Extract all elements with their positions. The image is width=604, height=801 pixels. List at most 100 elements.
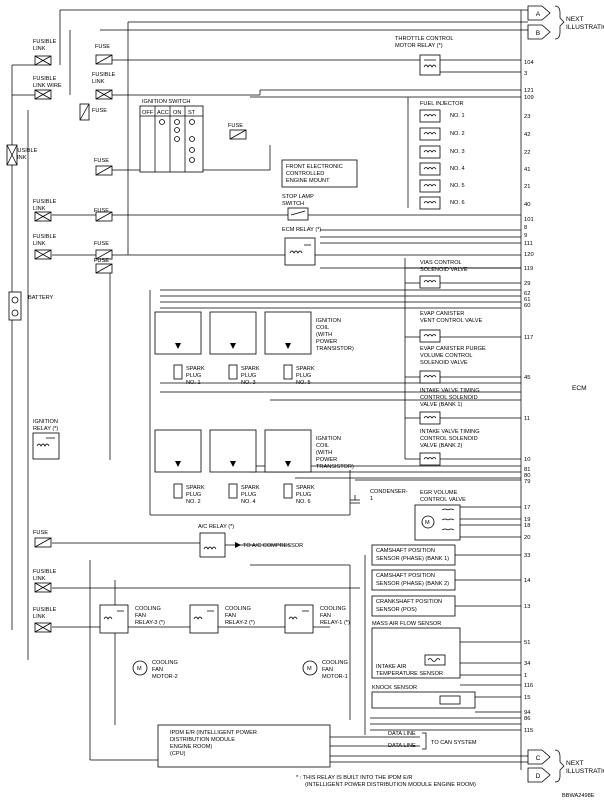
svg-text:PLUG: PLUG: [186, 492, 201, 498]
svg-text:INTAKE AIR: INTAKE AIR: [376, 664, 406, 670]
svg-text:(WITH: (WITH: [316, 332, 332, 338]
svg-text:NO. 4: NO. 4: [450, 166, 465, 172]
ecm-pin: 8: [524, 225, 527, 231]
svg-text:CONDENSER-: CONDENSER-: [370, 489, 408, 495]
ecm-pin: 79: [524, 479, 530, 485]
svg-text:VALVE (BANK 2): VALVE (BANK 2): [420, 443, 463, 449]
svg-text:SENSOR (PHASE) (BANK 2): SENSOR (PHASE) (BANK 2): [376, 581, 449, 587]
svg-text:DISTRIBUTION MODULE: DISTRIBUTION MODULE: [170, 737, 235, 743]
svg-text:FUSE: FUSE: [94, 258, 109, 264]
fuse-3: FUSE: [79, 103, 107, 121]
ecm-pin: 115: [524, 728, 533, 734]
svg-text:MOTOR RELAY (*): MOTOR RELAY (*): [395, 43, 443, 49]
svg-text:CAMSHAFT POSITION: CAMSHAFT POSITION: [376, 573, 435, 579]
svg-text:EVAP CANISTER: EVAP CANISTER: [420, 311, 464, 317]
svg-text:PLUG: PLUG: [241, 373, 256, 379]
ecm-pin: 60: [524, 303, 530, 309]
fuse-ac: FUSE: [33, 530, 52, 548]
svg-text:CONTROL SOLENOID: CONTROL SOLENOID: [420, 436, 478, 442]
svg-text:NO. 1: NO. 1: [450, 113, 465, 119]
svg-text:(CPU): (CPU): [170, 751, 186, 757]
knock-sensor: KNOCK SENSOR: [371, 685, 476, 709]
svg-text:NO. 6: NO. 6: [296, 499, 311, 505]
front-engine-mount: FRONT ELECTRONIC CONTROLLED ENGINE MOUNT: [281, 159, 358, 188]
condenser: CONDENSER-1: [350, 489, 408, 504]
ecm-pin: 3: [524, 71, 527, 77]
svg-text:FUSIBLE: FUSIBLE: [14, 148, 38, 154]
ecm-pin: 29: [524, 281, 530, 287]
ecm-pin: 9: [524, 233, 527, 239]
svg-text:M: M: [307, 666, 312, 672]
ecm-pin: 42: [524, 132, 530, 138]
next-illustration-top-1: NEXT: [566, 16, 584, 23]
svg-text:DATA LINE: DATA LINE: [388, 731, 416, 737]
svg-text:SENSOR (POS): SENSOR (POS): [376, 607, 417, 613]
svg-text:FUSE: FUSE: [33, 530, 48, 536]
svg-text:LINK: LINK: [33, 576, 46, 582]
svg-text:D: D: [536, 773, 541, 780]
svg-text:SPARK: SPARK: [241, 366, 260, 372]
svg-text:FUSE: FUSE: [228, 123, 243, 129]
svg-text:SPARK: SPARK: [296, 485, 315, 491]
svg-text:INTAKE VALVE TIMING: INTAKE VALVE TIMING: [420, 388, 480, 394]
ecm-pin: 11: [524, 416, 530, 422]
svg-text:ON: ON: [173, 110, 181, 116]
svg-text:PLUG: PLUG: [186, 373, 201, 379]
ecm-pin: 121: [524, 88, 534, 94]
svg-text:CONTROLLED: CONTROLLED: [286, 171, 324, 177]
svg-text:FUSE: FUSE: [92, 108, 107, 114]
svg-text:SPARK: SPARK: [296, 366, 315, 372]
ecm-pin: 1: [524, 673, 527, 679]
ac-relay: A/C RELAY (*) TO A/C COMPRESSOR: [198, 524, 303, 558]
svg-text:C: C: [536, 755, 541, 762]
svg-text:M: M: [137, 666, 142, 672]
svg-text:FUSIBLE: FUSIBLE: [33, 234, 57, 240]
svg-text:POWER: POWER: [316, 339, 337, 345]
ecm-pin: 10: [524, 457, 530, 463]
fuse-4: FUSE: [94, 158, 113, 176]
footnote-line-2: (INTELLIGENT POWER DISTRIBUTION MODULE E…: [305, 782, 476, 788]
svg-text:TO CAN SYSTEM: TO CAN SYSTEM: [431, 740, 477, 746]
injector-3: NO. 3: [419, 145, 465, 159]
injector-4: NO. 4: [419, 162, 465, 176]
svg-text:IGNITION SWITCH: IGNITION SWITCH: [142, 99, 190, 105]
svg-text:M: M: [425, 520, 430, 526]
injector-1: NO. 1: [419, 109, 465, 123]
svg-text:DATA LINE: DATA LINE: [388, 743, 416, 749]
svg-text:VALVE (BANK 1): VALVE (BANK 1): [420, 402, 463, 408]
svg-text:ST: ST: [188, 110, 196, 116]
svg-text:CRANKSHAFT POSITION: CRANKSHAFT POSITION: [376, 599, 442, 605]
svg-text:FAN: FAN: [135, 613, 146, 619]
svg-text:COOLING: COOLING: [320, 606, 346, 612]
svg-text:COIL: COIL: [316, 325, 329, 331]
svg-text:ACC: ACC: [157, 110, 169, 116]
ecm-relay: ECM RELAY (*): [282, 227, 321, 266]
fuse-5: FUSE: [94, 208, 113, 222]
ecm-pin: 101: [524, 217, 534, 223]
svg-text:EGR VOLUME: EGR VOLUME: [420, 490, 458, 496]
svg-text:TRANSISTOR): TRANSISTOR): [316, 346, 354, 352]
ecm-pin: 22: [524, 150, 530, 156]
svg-text:SPARK: SPARK: [241, 485, 260, 491]
svg-text:RELAY-3 (*): RELAY-3 (*): [135, 620, 165, 626]
svg-text:FRONT ELECTRONIC: FRONT ELECTRONIC: [286, 164, 343, 170]
ckp-sensor: CRANKSHAFT POSITION SENSOR (POS): [371, 595, 456, 617]
svg-text:FUSE: FUSE: [94, 158, 109, 164]
svg-text:TEMPERATURE SENSOR: TEMPERATURE SENSOR: [376, 671, 443, 677]
ecm-pin: 14: [524, 578, 531, 584]
svg-text:LINK: LINK: [14, 155, 27, 161]
ecm-pin: 21: [524, 184, 530, 190]
footnote-line-1: * : THIS RELAY IS BUILT INTO THE IPDM E/…: [296, 775, 412, 781]
svg-text:A: A: [536, 11, 541, 18]
svg-text:FAN: FAN: [152, 667, 163, 673]
svg-text:BATTERY: BATTERY: [28, 295, 54, 301]
